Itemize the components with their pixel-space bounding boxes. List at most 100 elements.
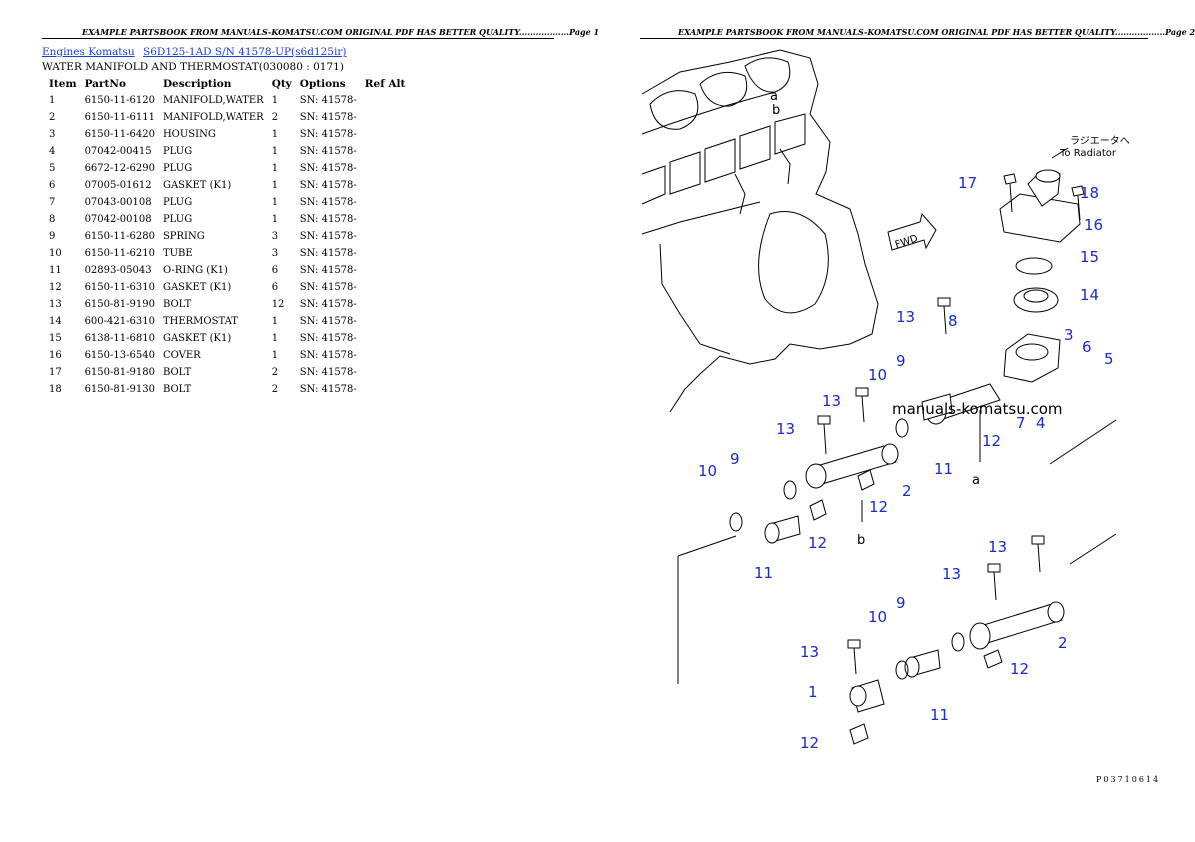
- table-cell-options: SN: 41578-: [299, 197, 357, 208]
- table-cell-item: 12: [49, 282, 62, 293]
- callout-15: 15: [1080, 248, 1099, 266]
- table-cell-description: SPRING: [162, 231, 205, 242]
- radiator-label-jp: ラジエータへ: [1070, 135, 1130, 147]
- callout-4: 4: [1036, 414, 1046, 432]
- table-cell-options: SN: 41578-: [299, 350, 357, 361]
- callout-13-b: 13: [822, 392, 841, 410]
- callout-10-c: 10: [868, 608, 887, 626]
- cover-part: [999, 169, 1081, 243]
- table-cell-qty: 2: [271, 384, 279, 395]
- radiator-label-en: To Radiator: [1059, 148, 1117, 159]
- header-rule-right: [640, 38, 1148, 39]
- callout-1: 1: [808, 683, 818, 701]
- column-header-options: Options: [299, 78, 346, 90]
- table-cell-ref-alt: [361, 313, 410, 330]
- table-cell-partno: 07043-00108: [84, 197, 152, 208]
- table-cell-qty: 2: [271, 112, 279, 123]
- table-cell-description: O-RING (K1): [162, 265, 228, 276]
- table-cell-partno: 07042-00415: [84, 146, 152, 157]
- table-cell-ref-alt: [361, 194, 410, 211]
- table-cell-partno: 07005-01612: [84, 180, 152, 191]
- table-cell-item: 16: [49, 350, 62, 361]
- table-cell-qty: 3: [271, 248, 279, 259]
- diagram-letter-a-top: a: [770, 89, 778, 104]
- callout-9-b: 9: [730, 450, 740, 468]
- table-cell-options: SN: 41578-: [299, 95, 357, 106]
- o-ring-c: [895, 418, 909, 438]
- callout-2-a: 2: [902, 482, 912, 500]
- callout-6: 6: [1082, 338, 1092, 356]
- table-cell-qty: 2: [271, 367, 279, 378]
- table-cell-partno: 6150-11-6310: [84, 282, 155, 293]
- column-header-description: Description: [162, 78, 232, 90]
- table-cell-item: 8: [49, 214, 56, 225]
- table-cell-options: SN: 41578-: [299, 112, 357, 123]
- table-cell-ref-alt: [361, 126, 410, 143]
- manifold-1: [849, 679, 885, 713]
- callout-13-e: 13: [942, 565, 961, 583]
- watermark-text: manuals-komatsu.com: [892, 400, 1063, 418]
- gasket-12-b: [857, 469, 875, 491]
- table-cell-options: SN: 41578-: [299, 282, 357, 293]
- callout-14: 14: [1080, 286, 1099, 304]
- table-cell-options: SN: 41578-: [299, 248, 357, 259]
- table-cell-qty: 6: [271, 265, 279, 276]
- table-cell-qty: 12: [271, 299, 285, 310]
- table-cell-qty: 1: [271, 95, 279, 106]
- table-cell-partno: 600-421-6310: [84, 316, 155, 327]
- diagram-letter-b-lower: b: [857, 533, 865, 548]
- callout-11-c: 11: [930, 706, 949, 724]
- breadcrumb-link-engines[interactable]: Engines Komatsu: [42, 46, 135, 58]
- exploded-parts-diagram: FWD ラジエータへ To Radiator: [641, 49, 1130, 752]
- table-cell-item: 11: [49, 265, 62, 276]
- tube-10-b: [921, 393, 953, 421]
- forward-arrow: FWD: [887, 212, 937, 251]
- breadcrumb-link-model[interactable]: S6D125-1AD S/N 41578-UP(s6d125ir): [143, 46, 347, 58]
- table-cell-qty: 3: [271, 231, 279, 242]
- table-cell-options: SN: 41578-: [299, 265, 357, 276]
- table-cell-options: SN: 41578-: [299, 384, 357, 395]
- gasket-12-c: [983, 649, 1003, 669]
- tube-10-c: [904, 649, 941, 678]
- bolt-13-set: [817, 297, 1045, 675]
- bolt-17: [1003, 173, 1017, 213]
- callout-8: 8: [948, 312, 958, 330]
- table-cell-ref-alt: [361, 92, 410, 109]
- thermostat-part: [1013, 287, 1059, 313]
- manifold-lower: [969, 601, 1065, 650]
- o-ring-e: [895, 660, 909, 680]
- table-cell-item: 1: [49, 95, 56, 106]
- table-cell-partno: 6150-11-6210: [84, 248, 155, 259]
- table-cell-qty: 6: [271, 282, 279, 293]
- table-cell-ref-alt: [361, 364, 410, 381]
- callout-12-a: 12: [982, 432, 1001, 450]
- table-cell-options: SN: 41578-: [299, 367, 357, 378]
- callout-9-c: 9: [896, 594, 906, 612]
- table-cell-qty: 1: [271, 316, 279, 327]
- engine-block-drawing: [641, 49, 879, 413]
- page-header-left: EXAMPLE PARTSBOOK FROM MANUALS-KOMATSU.C…: [82, 27, 600, 37]
- callout-17: 17: [958, 174, 977, 192]
- table-cell-description: BOLT: [162, 367, 192, 378]
- table-cell-partno: 6150-11-6111: [84, 112, 155, 123]
- table-cell-partno: 6138-11-6810: [84, 333, 155, 344]
- table-cell-partno: 6150-81-9130: [84, 384, 155, 395]
- callout-12-d: 12: [1010, 660, 1029, 678]
- manifold-upper: [805, 443, 899, 489]
- column-header-item: Item: [49, 78, 77, 90]
- table-cell-options: SN: 41578-: [299, 299, 357, 310]
- table-cell-partno: 6150-11-6280: [84, 231, 155, 242]
- table-cell-ref-alt: [361, 262, 410, 279]
- page-code: P03710614: [1096, 775, 1161, 784]
- callout-18: 18: [1080, 184, 1099, 202]
- callout-16: 16: [1084, 216, 1103, 234]
- reference-line-4: [1069, 533, 1117, 565]
